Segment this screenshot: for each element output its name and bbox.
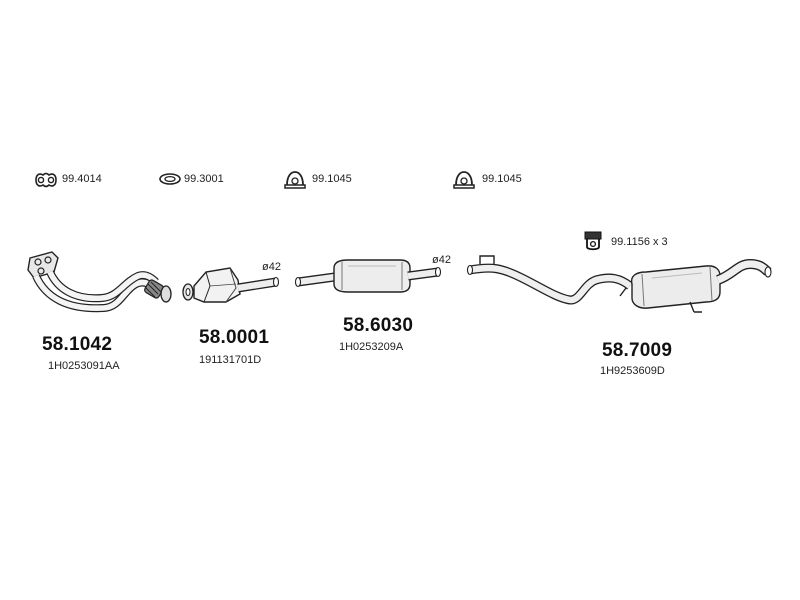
rear-silencer-icon xyxy=(466,255,772,313)
flange-gasket-icon xyxy=(35,172,57,188)
oem-number: 1H9253609D xyxy=(600,365,665,377)
pipe-clamp-icon xyxy=(453,171,475,189)
part-number: 58.7009 xyxy=(602,340,673,361)
ring-gasket-icon xyxy=(159,173,181,185)
part-number: 58.6030 xyxy=(343,315,414,336)
front-downpipe-icon xyxy=(27,251,172,313)
accessory-code-clamp-2: 99.1045 xyxy=(482,173,522,185)
accessory-code-hanger: 99.1156 x 3 xyxy=(611,236,668,248)
accessory-code-clamp-1: 99.1045 xyxy=(312,173,352,185)
diameter-label: ø42 xyxy=(432,254,451,266)
oem-number: 1H0253091AA xyxy=(48,360,120,372)
oem-number: 1H0253209A xyxy=(339,341,404,353)
accessory-code-flange-gasket: 99.4014 xyxy=(62,173,102,185)
middle-silencer-icon xyxy=(294,259,442,293)
diameter-label: ø42 xyxy=(262,261,281,273)
rubber-hanger-icon xyxy=(584,231,602,251)
catalytic-converter-icon xyxy=(182,267,280,303)
accessory-code-ring-gasket: 99.3001 xyxy=(184,173,224,185)
pipe-clamp-icon xyxy=(284,171,306,189)
part-number: 58.0001 xyxy=(199,327,270,348)
part-number: 58.1042 xyxy=(42,334,113,355)
oem-number: 191131701D xyxy=(199,354,262,366)
